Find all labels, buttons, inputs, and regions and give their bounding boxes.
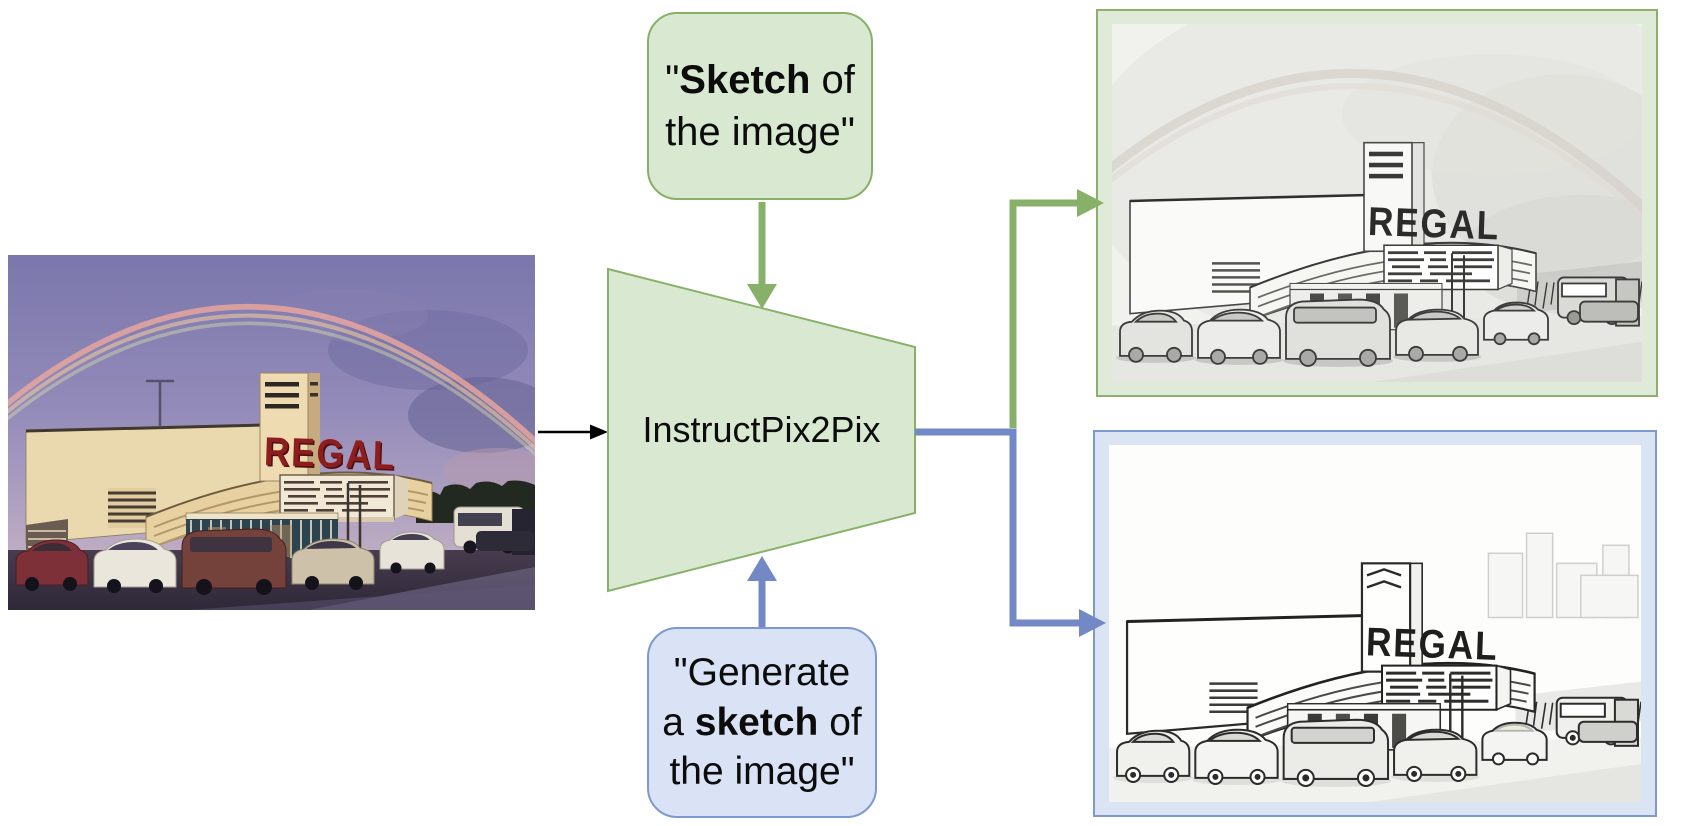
light-pole — [146, 379, 174, 427]
input-photo-scene: REGAL REGAL — [8, 255, 535, 610]
output-image-blue-frame: REGAL — [1093, 430, 1657, 817]
blue-output-arrow — [915, 428, 1106, 637]
input-arrow — [538, 424, 608, 440]
generate-instruction-arrow — [747, 556, 777, 627]
sketch-cars — [1113, 696, 1639, 787]
sketch-road-shade — [1372, 341, 1642, 382]
clouds — [268, 289, 535, 492]
output-sketch-blue: REGAL — [1109, 445, 1641, 802]
sketch-building: REGAL — [1129, 141, 1537, 331]
instruction-text-generate: "Generate a sketch of the image" — [662, 650, 862, 794]
rainbow — [8, 304, 535, 457]
tower — [259, 372, 320, 482]
output-image-green-frame: REGAL — [1096, 9, 1658, 397]
green-output-arrow — [1009, 189, 1104, 428]
parked-cars — [15, 506, 535, 595]
sketch-rainbow — [1112, 68, 1642, 221]
instruction-box-sketch: "Sketch of the image" — [647, 12, 873, 200]
sketch-regal-text: REGAL — [1367, 200, 1500, 249]
regal-sign-text: REGAL — [263, 430, 396, 479]
regal-sign: REGAL REGAL — [263, 430, 398, 480]
model-label: InstructPix2Pix — [642, 409, 881, 450]
instruction-text-sketch: "Sketch of the image" — [665, 58, 855, 154]
instruction-box-generate: "Generate a sketch of the image" — [647, 627, 877, 818]
sketch-skyline — [1487, 532, 1639, 619]
sketch-instruction-arrow — [747, 202, 777, 309]
input-image: REGAL REGAL — [8, 255, 535, 610]
sketch-cars — [1116, 276, 1640, 367]
output-sketch-green: REGAL — [1112, 24, 1642, 382]
road-reflection-2 — [188, 585, 535, 610]
regal-sign-shadow: REGAL — [265, 431, 398, 480]
sketch-regal-text: REGAL — [1365, 619, 1499, 669]
